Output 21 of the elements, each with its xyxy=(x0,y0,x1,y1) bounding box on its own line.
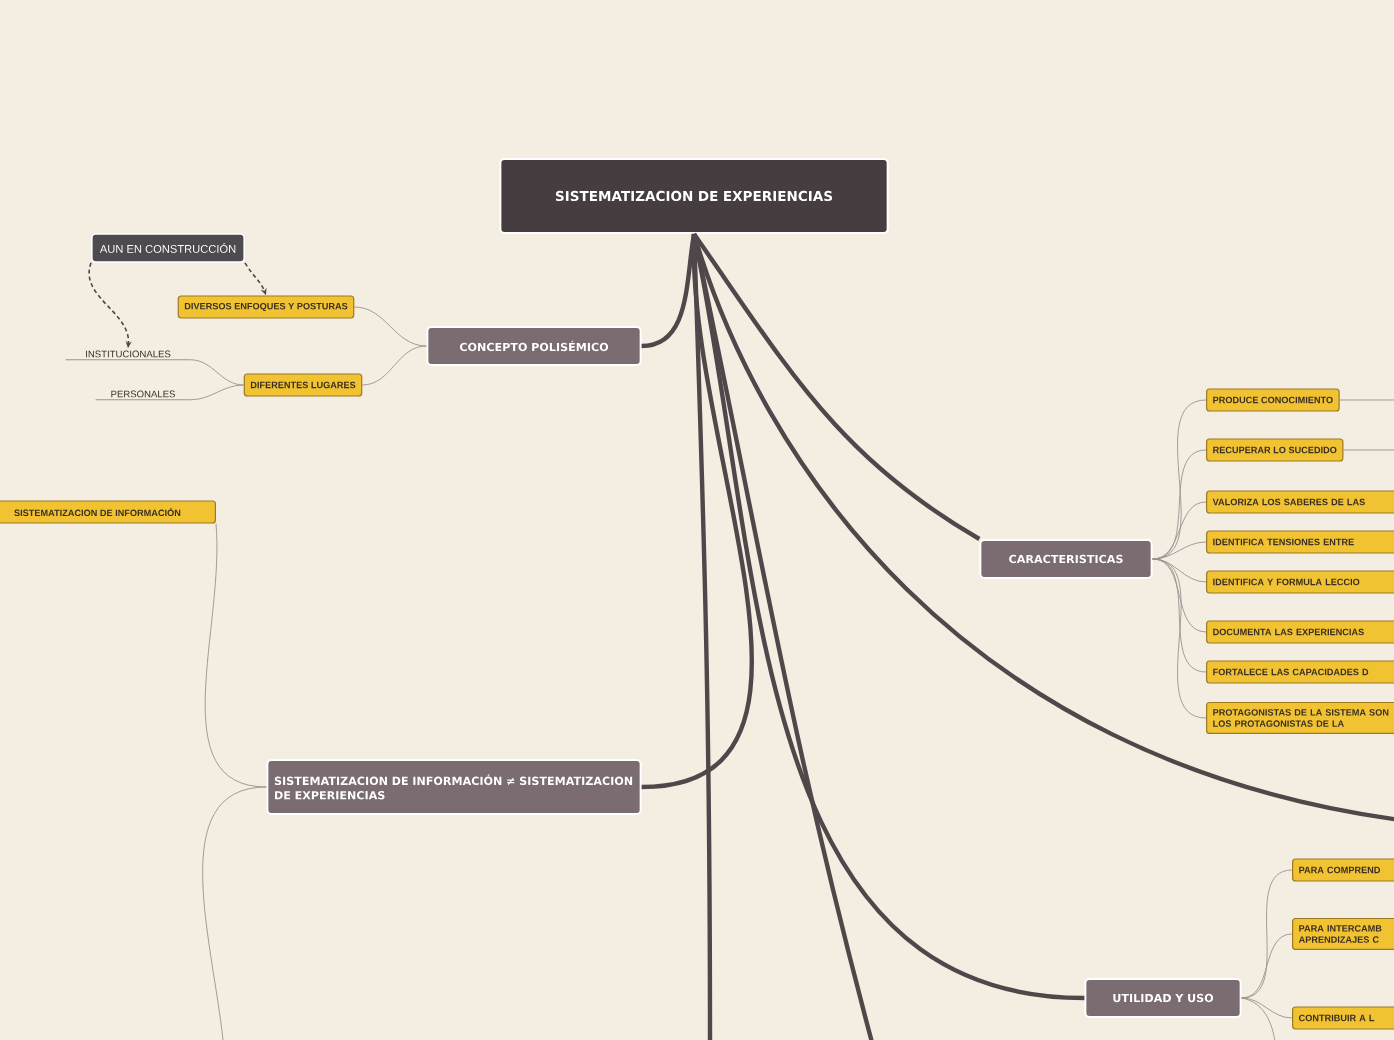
connector-line xyxy=(361,345,427,386)
connector-line xyxy=(1152,501,1207,560)
connector-line xyxy=(1339,399,1394,401)
connector-line xyxy=(1152,558,1207,633)
connector-line xyxy=(1241,933,1293,999)
connector-line xyxy=(641,233,697,349)
connector-line xyxy=(1152,558,1207,583)
connector-line xyxy=(189,359,245,386)
connector-line xyxy=(1343,449,1394,451)
connector-line xyxy=(1241,997,1277,1040)
connector-line xyxy=(692,232,981,541)
connector-line xyxy=(204,523,267,788)
connector-line xyxy=(1152,541,1207,560)
connector-line xyxy=(691,233,713,1040)
connector-line xyxy=(1241,997,1293,1019)
connector-line xyxy=(189,384,245,401)
connector-line xyxy=(691,233,877,1040)
connector-line xyxy=(1152,558,1207,719)
connector-line xyxy=(353,306,427,347)
connector-line xyxy=(691,233,1394,823)
connector-line xyxy=(202,786,267,1040)
